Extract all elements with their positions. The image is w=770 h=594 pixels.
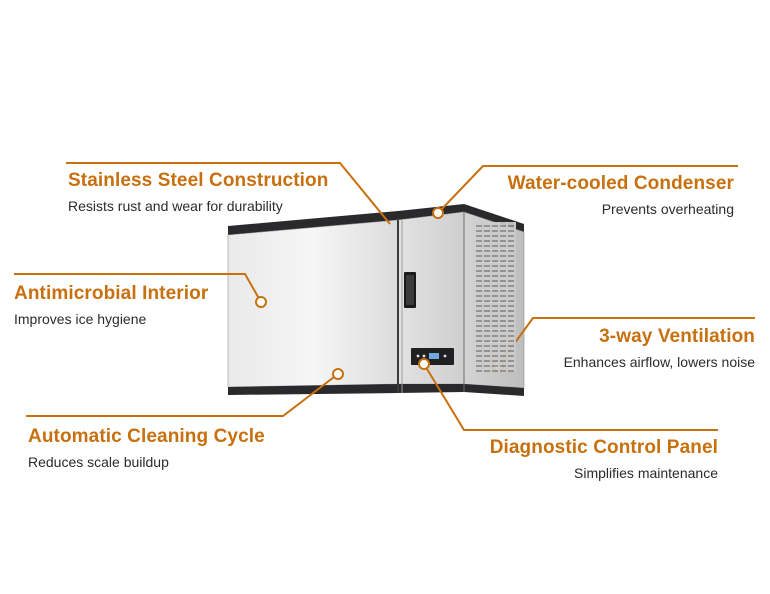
vent-slots — [476, 222, 516, 372]
feature-cleaning-cycle: Automatic Cleaning Cycle Reduces scale b… — [28, 426, 265, 471]
callout-line-water-cooled — [437, 165, 738, 214]
callout-line-antimicrobial — [14, 273, 262, 303]
feature-description: Improves ice hygiene — [14, 311, 147, 327]
feature-description: Enhances airflow, lowers noise — [563, 354, 755, 370]
feature-title: Stainless Steel Construction — [68, 170, 329, 191]
feature-water-cooled: Water-cooled Condenser Prevents overheat… — [508, 173, 734, 218]
dot-water-cooled — [432, 207, 444, 219]
feature-title: 3-way Ventilation — [599, 326, 755, 347]
feature-stainless-steel: Stainless Steel Construction Resists rus… — [68, 170, 328, 215]
callout-line-diagnostic — [423, 363, 718, 431]
dot-antimicrobial — [255, 296, 267, 308]
left-panel — [227, 219, 399, 388]
feature-title: Antimicrobial Interior — [14, 283, 209, 304]
feature-antimicrobial: Antimicrobial Interior Improves ice hygi… — [14, 283, 208, 328]
feature-description: Resists rust and wear for durability — [68, 198, 283, 214]
feature-title: Diagnostic Control Panel — [489, 437, 718, 458]
feature-description: Simplifies maintenance — [574, 465, 718, 481]
dot-cleaning — [332, 368, 344, 380]
feature-description: Prevents overheating — [601, 201, 734, 217]
feature-title: Water-cooled Condenser — [507, 173, 734, 194]
machine-body — [227, 204, 525, 396]
feature-title: Automatic Cleaning Cycle — [28, 426, 265, 447]
dot-diagnostic — [418, 358, 430, 370]
feature-description: Reduces scale buildup — [28, 454, 169, 470]
callout-dots — [255, 207, 504, 380]
callout-line-stainless-steel — [66, 162, 391, 225]
callout-line-cleaning — [26, 373, 339, 417]
feature-diagnostic-panel: Diagnostic Control Panel Simplifies main… — [490, 437, 718, 482]
control-panel-display — [411, 348, 454, 365]
feature-ventilation: 3-way Ventilation Enhances airflow, lowe… — [564, 326, 755, 371]
